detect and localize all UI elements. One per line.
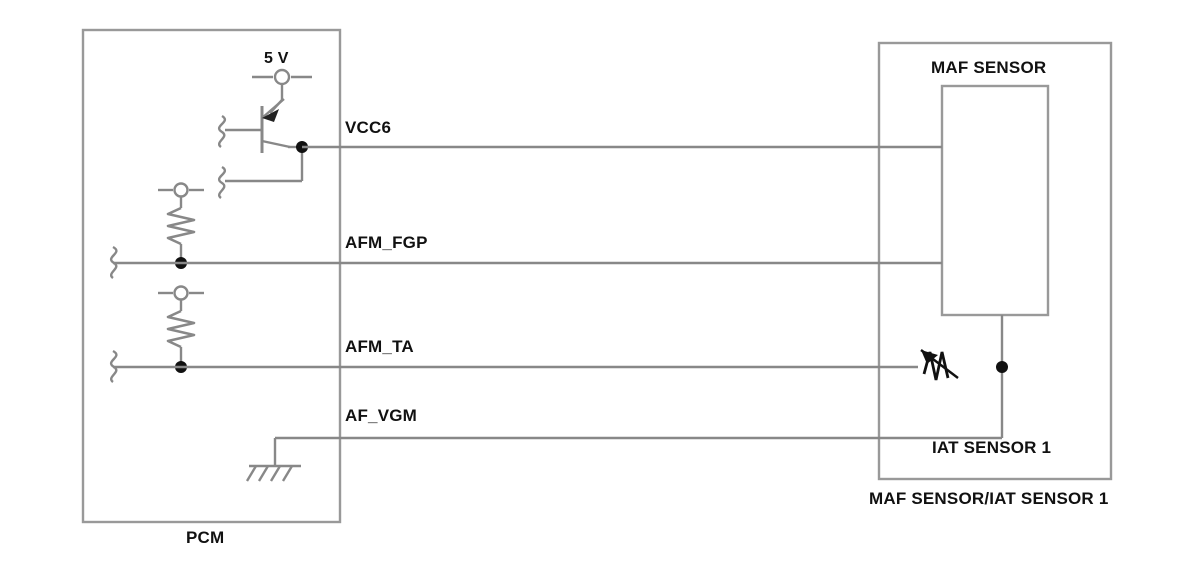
- signal-label-afm-fgp: AFM_FGP: [345, 233, 428, 252]
- afm-ta-pullup-terminal: [158, 285, 204, 311]
- signal-label-af-vgm: AF_VGM: [345, 406, 418, 425]
- pcm-internal-connector-squiggles: [217, 114, 227, 199]
- supply-voltage-label: 5 V: [264, 50, 289, 67]
- iat-sensor-title: IAT SENSOR 1: [932, 438, 1052, 457]
- thermistor-arrowhead: [921, 350, 938, 364]
- signal-label-vcc6: VCC6: [345, 118, 392, 137]
- pcm-box: [81, 28, 342, 524]
- pcm-label: PCM: [186, 528, 225, 547]
- iat-junction-dot: [996, 361, 1008, 373]
- maf-sensor-title: MAF SENSOR: [931, 58, 1047, 77]
- chassis-ground-symbol: [245, 438, 301, 482]
- thermistor-symbol: [920, 349, 959, 381]
- signal-label-afm-ta: AFM_TA: [345, 337, 414, 356]
- maf-sensor-outer-box: [877, 41, 1113, 481]
- afm-fgp-resistor-symbol: [166, 206, 196, 263]
- pnp-transistor-symbol: [225, 98, 304, 183]
- maf-iat-bottom-caption: MAF SENSOR/IAT SENSOR 1: [869, 489, 1109, 508]
- afm-fgp-pullup-terminal: [158, 182, 204, 208]
- maf-sensor-inner-box: [940, 84, 1050, 317]
- afm-ta-resistor-symbol: [166, 309, 196, 367]
- emitter-arrow: [262, 109, 279, 122]
